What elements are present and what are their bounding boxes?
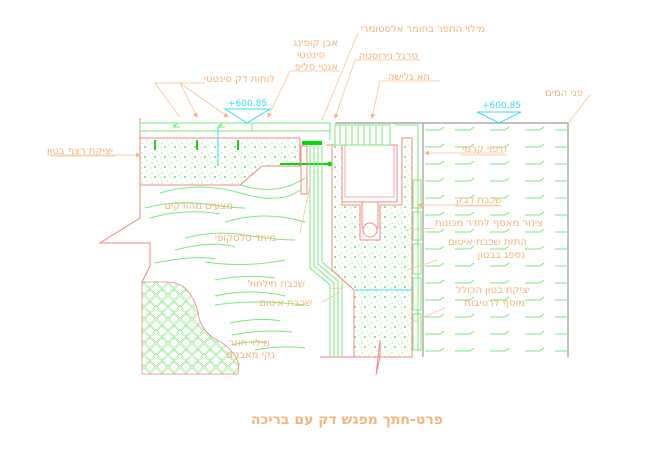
- pool-wall-concrete: [326, 137, 413, 358]
- leader-lines: [50, 32, 591, 324]
- synthetic-deck-boards: [139, 122, 331, 140]
- label-concrete-cast-1: יציקת בטון הכולל: [456, 285, 530, 296]
- label-coping-2: סינטטי: [297, 50, 325, 61]
- label-overflow-channel: תא גלישה: [388, 72, 430, 83]
- label-ceramic-tile: חיפוי קרמי: [462, 144, 507, 155]
- svg-text:+600.85: +600.85: [482, 101, 521, 111]
- left-break-outline: [98, 118, 151, 283]
- label-waterproof-spray-1: התזת שכבת איטום: [448, 237, 527, 248]
- drawing-title: פרט-חתך מפגש דק עם בריכה: [251, 412, 443, 428]
- label-concrete-floor: יציקת רצף בטון: [47, 146, 113, 157]
- overflow-channel: [341, 144, 398, 238]
- label-concrete-cast-2: מוסף לרטיבות: [464, 298, 525, 309]
- ceramic-tiles: [412, 179, 422, 351]
- label-water-surface: פני המים: [545, 88, 583, 99]
- label-waterproof-spray-2: נספג בבטון: [477, 250, 525, 261]
- label-collector-pipe: צינור מאסף לחדר מכונות: [435, 218, 543, 229]
- svg-text:+600.85: +600.85: [228, 99, 267, 109]
- label-synthetic-deck: לוחות דק סינטטי: [204, 74, 275, 85]
- label-compacted-base: מצעים מהודקים: [164, 201, 233, 212]
- overflow-grating: [334, 124, 391, 146]
- label-adhesive-layer: שכבת דבק: [456, 195, 502, 206]
- backfill-hatch: [141, 281, 240, 375]
- label-stainless-strip: סרגל נירוסטה: [359, 51, 418, 62]
- label-telescopic-support: מיתד טלסקופי: [215, 233, 276, 244]
- compacted-soil-hatch: [144, 175, 306, 351]
- label-drainage-layer: שכבת חילחול: [248, 279, 305, 290]
- elevation-marker-pool: +600.85: [476, 101, 522, 124]
- elevation-marker-deck: +600.85: [223, 99, 272, 124]
- label-elastomeric-fill: מילוי התפר בחומר אלסטומרי: [361, 24, 485, 35]
- label-underlines: [50, 154, 507, 207]
- label-coping-3: אנטי סליפ: [295, 62, 338, 73]
- label-backfill-1: מילוי חוזר: [229, 338, 270, 349]
- label-coping-1: אבן קופינג: [293, 38, 338, 49]
- label-sealing-layer: שכבת איטום: [259, 298, 312, 309]
- label-backfill-2: נקי מאבנים: [226, 350, 275, 361]
- annotation-labels: מילוי התפר בחומר אלסטומרי אבן קופינג סינ…: [47, 24, 583, 361]
- anchor-pins: [154, 140, 239, 150]
- concrete-floor-slab: [139, 137, 301, 186]
